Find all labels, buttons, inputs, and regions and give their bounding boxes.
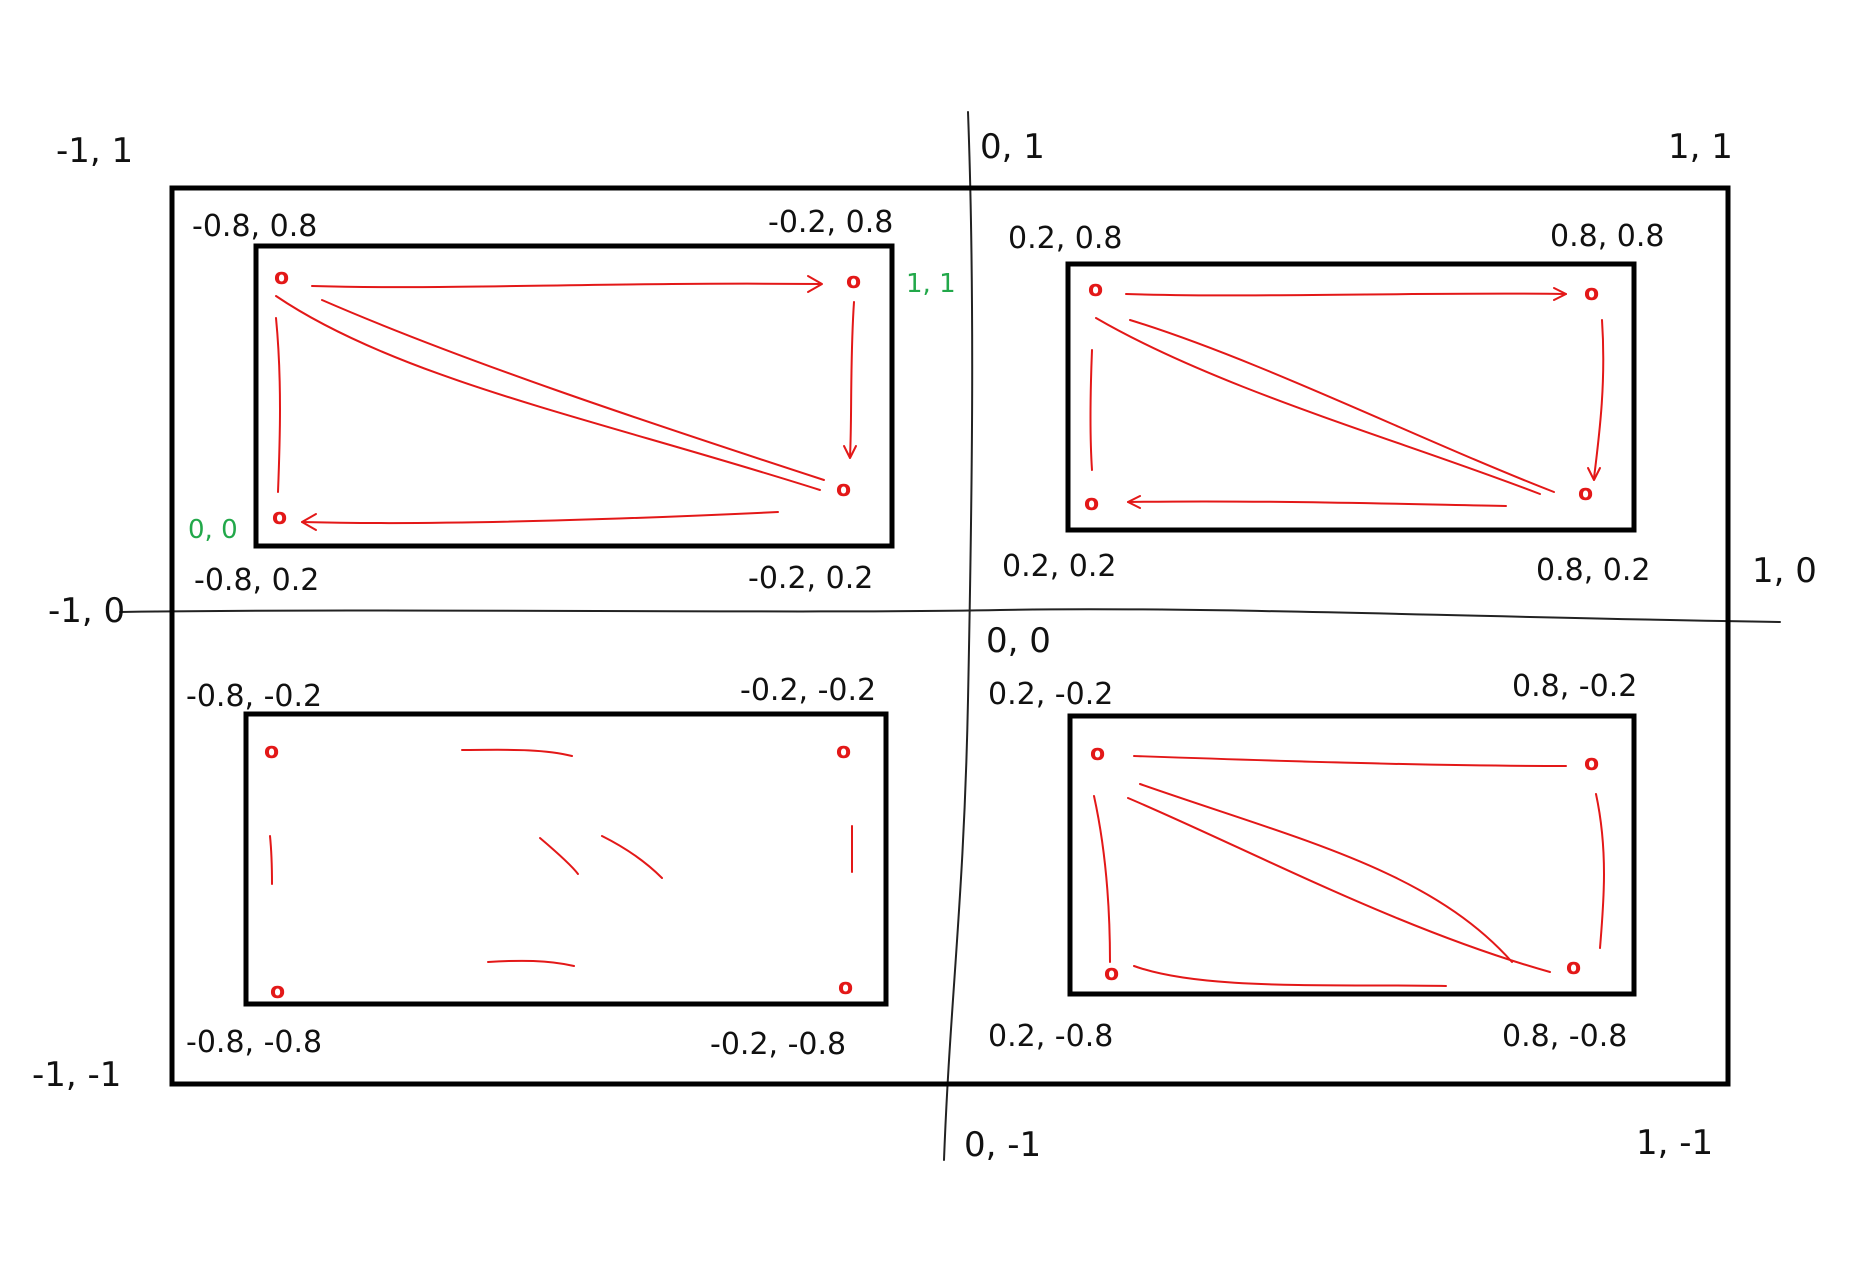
q-tl-arrowhead-right	[843, 445, 857, 459]
q-br-line-left	[1093, 795, 1111, 963]
q-tr-vertex-tl: o	[1088, 277, 1103, 302]
q-bl-vertex-tr: o	[836, 739, 851, 764]
q-bl-vertex-bl: o	[270, 979, 285, 1004]
x-axis-line	[119, 608, 1781, 623]
q-tr-strokes	[1089, 287, 1605, 509]
quad-rect-bottom-left	[243, 711, 889, 1007]
q-br-diag-1	[1127, 797, 1551, 973]
q-tl-arrow-left	[275, 317, 281, 493]
label-top-center: 0, 1	[980, 127, 1045, 167]
q-br-label-br: 0.8, -0.8	[1502, 1019, 1627, 1054]
q-br-vertex-tl: o	[1090, 741, 1105, 766]
q-tr-label-br: 0.8, 0.2	[1536, 553, 1651, 588]
q-br-line-bottom	[1133, 965, 1447, 987]
q-br-vertices: o o o o	[1090, 741, 1599, 986]
outer-frame	[169, 185, 1731, 1087]
q-tl-label-bl: -0.8, 0.2	[194, 563, 319, 598]
q-tr-arrowhead-bottom	[1127, 495, 1141, 509]
q-tl-diag-2	[321, 299, 825, 481]
q-tl-arrow-right	[849, 301, 855, 457]
q-tl-arrowhead-top	[807, 275, 823, 293]
quad-rect-top-left	[253, 243, 895, 549]
q-tl-label-tr: -0.2, 0.8	[768, 205, 893, 240]
label-origin: 0, 0	[986, 621, 1051, 661]
y-axis-line	[943, 111, 974, 1161]
q-br-line-right	[1595, 793, 1605, 949]
label-bottom-left: -1, -1	[32, 1055, 121, 1095]
q-tl-vertex-bl: o	[272, 505, 287, 530]
q-tr-arrow-right	[1593, 319, 1605, 479]
q-bl-dash-left	[269, 835, 273, 885]
q-br-strokes	[1093, 755, 1605, 987]
q-tr-arrowhead-top	[1553, 287, 1567, 301]
q-tl-arrowhead-bottom	[301, 513, 317, 531]
q-bl-strokes	[269, 748, 853, 967]
q-tr-label-tr: 0.8, 0.8	[1550, 219, 1665, 254]
q-tr-arrowhead-right	[1587, 467, 1601, 481]
q-tl-vertices: o o o o	[272, 265, 861, 530]
q-tl-vertex-tl: o	[274, 265, 289, 290]
q-tr-label-bl: 0.2, 0.2	[1002, 549, 1117, 584]
q-tr-diag-2	[1129, 319, 1555, 493]
q-tl-vertex-br: o	[836, 477, 851, 502]
q-br-diag-2	[1139, 783, 1513, 963]
label-middle-left: -1, 0	[48, 591, 125, 631]
q-tr-label-tl: 0.2, 0.8	[1008, 221, 1123, 256]
q-br-label-tr: 0.8, -0.2	[1512, 669, 1637, 704]
q-tl-label-br: -0.2, 0.2	[748, 561, 873, 596]
q-bl-vertex-br: o	[838, 975, 853, 1000]
q-tr-vertex-tr: o	[1584, 281, 1599, 306]
q-bl-dash-bottom	[487, 959, 575, 967]
q-tr-arrow-bottom	[1127, 500, 1507, 507]
q-bl-dash-diag-1	[539, 837, 579, 875]
q-tl-arrow-bottom	[301, 511, 779, 525]
q-tr-vertices: o o o o	[1084, 277, 1599, 516]
label-top-right: 1, 1	[1668, 127, 1733, 167]
q-tl-strokes	[275, 275, 857, 531]
q-bl-vertices: o o o o	[264, 739, 853, 1004]
q-br-vertex-tr: o	[1584, 751, 1599, 776]
q-tl-uv-bottom-left: 0, 0	[188, 515, 238, 545]
q-bl-dash-top	[461, 748, 573, 757]
q-tr-vertex-bl: o	[1084, 491, 1099, 516]
q-bl-label-br: -0.2, -0.8	[710, 1027, 846, 1062]
q-tr-arrow-left	[1089, 349, 1093, 471]
q-br-vertex-bl: o	[1104, 961, 1119, 986]
q-bl-dash-diag-2	[601, 835, 663, 879]
q-br-vertex-br: o	[1566, 955, 1581, 980]
q-tr-vertex-br: o	[1578, 481, 1593, 506]
q-bl-vertex-tl: o	[264, 739, 279, 764]
q-br-label-tl: 0.2, -0.2	[988, 677, 1113, 712]
label-bottom-right: 1, -1	[1636, 1123, 1713, 1163]
q-bl-label-bl: -0.8, -0.8	[186, 1025, 322, 1060]
label-middle-right: 1, 0	[1752, 551, 1817, 591]
q-bl-label-tl: -0.8, -0.2	[186, 679, 322, 714]
q-tl-diag-1	[275, 295, 821, 491]
q-tl-label-tl: -0.8, 0.8	[192, 209, 317, 244]
quad-rect-bottom-right	[1067, 713, 1637, 997]
q-tr-diag-1	[1095, 317, 1541, 495]
q-tl-arrow-top	[311, 282, 821, 289]
quad-rect-top-right	[1065, 261, 1637, 533]
q-br-line-top	[1133, 755, 1567, 767]
label-top-left: -1, 1	[56, 131, 133, 171]
q-tl-vertex-tr: o	[846, 269, 861, 294]
q-br-label-bl: 0.2, -0.8	[988, 1019, 1113, 1054]
label-bottom-center: 0, -1	[964, 1125, 1041, 1165]
q-tl-uv-top-right: 1, 1	[906, 269, 956, 299]
q-tr-arrow-top	[1125, 292, 1567, 297]
q-bl-label-tr: -0.2, -0.2	[740, 673, 876, 708]
